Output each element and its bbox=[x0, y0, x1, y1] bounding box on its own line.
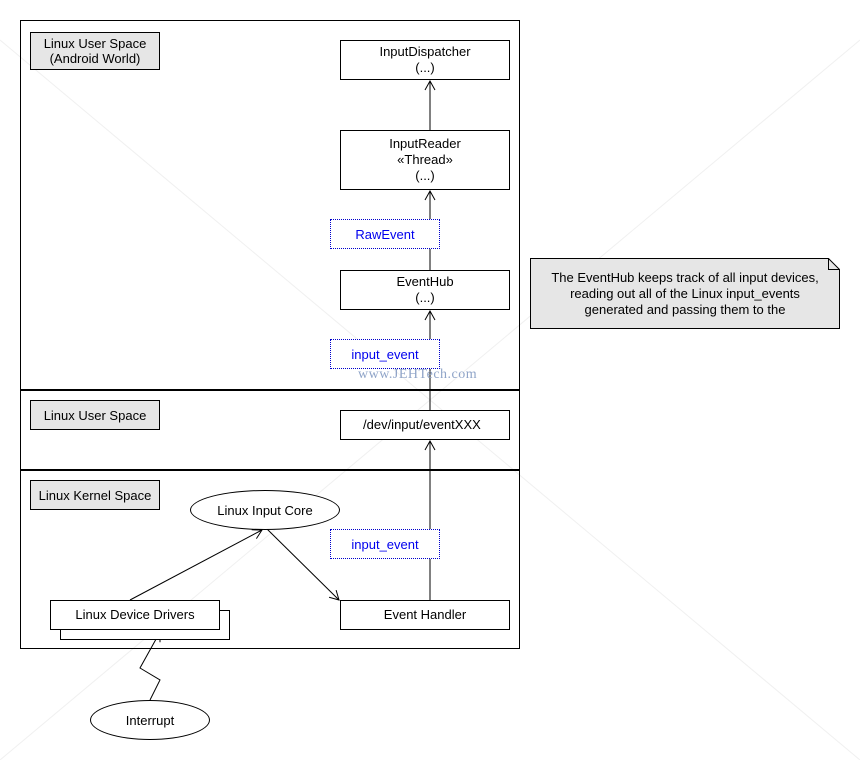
outer-frame bbox=[20, 20, 520, 649]
interrupt-label: Interrupt bbox=[125, 712, 175, 728]
lane-label-kernel-text: Linux Kernel Space bbox=[38, 487, 152, 503]
lane-label-user: Linux User Space bbox=[30, 400, 160, 430]
input-reader-body: (...) bbox=[415, 168, 435, 183]
lane-label-kernel: Linux Kernel Space bbox=[30, 480, 160, 510]
lane-label-user-text: Linux User Space bbox=[43, 407, 147, 423]
interrupt-node[interactable]: Interrupt bbox=[90, 700, 210, 740]
eventhub-note-line1: The EventHub keeps track of all input de… bbox=[551, 270, 819, 285]
linux-input-core-label: Linux Input Core bbox=[217, 502, 313, 518]
lane-label-android-line1: Linux User Space bbox=[43, 36, 147, 51]
input-event-tag-upper: input_event bbox=[330, 339, 440, 369]
input-dispatcher-node[interactable]: InputDispatcher (...) bbox=[340, 40, 510, 80]
event-hub-node[interactable]: EventHub (...) bbox=[340, 270, 510, 310]
event-hub-title: EventHub bbox=[396, 274, 454, 289]
raw-event-label: RawEvent bbox=[355, 226, 415, 242]
input-dispatcher-body: (...) bbox=[415, 60, 435, 75]
input-event-lower-label: input_event bbox=[351, 536, 419, 552]
raw-event-tag: RawEvent bbox=[330, 219, 440, 249]
input-event-tag-lower: input_event bbox=[330, 529, 440, 559]
eventhub-note-line2: reading out all of the Linux input_event… bbox=[570, 286, 800, 301]
linux-input-core-node[interactable]: Linux Input Core bbox=[190, 490, 340, 530]
event-handler-node[interactable]: Event Handler bbox=[340, 600, 510, 630]
dev-input-node[interactable]: /dev/input/eventXXX bbox=[340, 410, 510, 440]
device-drivers-node[interactable]: Linux Device Drivers bbox=[50, 600, 220, 630]
watermark: www.JEHTech.com bbox=[358, 367, 478, 382]
input-event-upper-label: input_event bbox=[351, 346, 419, 362]
event-hub-body: (...) bbox=[415, 290, 435, 305]
arrow-drivers-to-core bbox=[129, 529, 263, 601]
device-drivers-label: Linux Device Drivers bbox=[75, 607, 195, 622]
input-reader-title: InputReader bbox=[389, 136, 461, 151]
arrow-interrupt-to-drivers bbox=[139, 631, 161, 701]
note-shape bbox=[530, 258, 840, 329]
eventhub-note: The EventHub keeps track of all input de… bbox=[532, 270, 838, 318]
input-reader-stereotype: «Thread» bbox=[397, 152, 453, 167]
event-handler-label: Event Handler bbox=[383, 607, 467, 622]
input-reader-node[interactable]: InputReader «Thread» (...) bbox=[340, 130, 510, 190]
input-dispatcher-title: InputDispatcher bbox=[379, 44, 471, 59]
lane-label-android: Linux User Space (Android World) bbox=[30, 32, 160, 70]
lane-label-android-line2: (Android World) bbox=[49, 51, 141, 66]
dev-input-label: /dev/input/eventXXX bbox=[363, 417, 481, 432]
eventhub-note-line3: generated and passing them to the bbox=[584, 302, 786, 317]
arrow-core-to-handler bbox=[265, 527, 340, 601]
